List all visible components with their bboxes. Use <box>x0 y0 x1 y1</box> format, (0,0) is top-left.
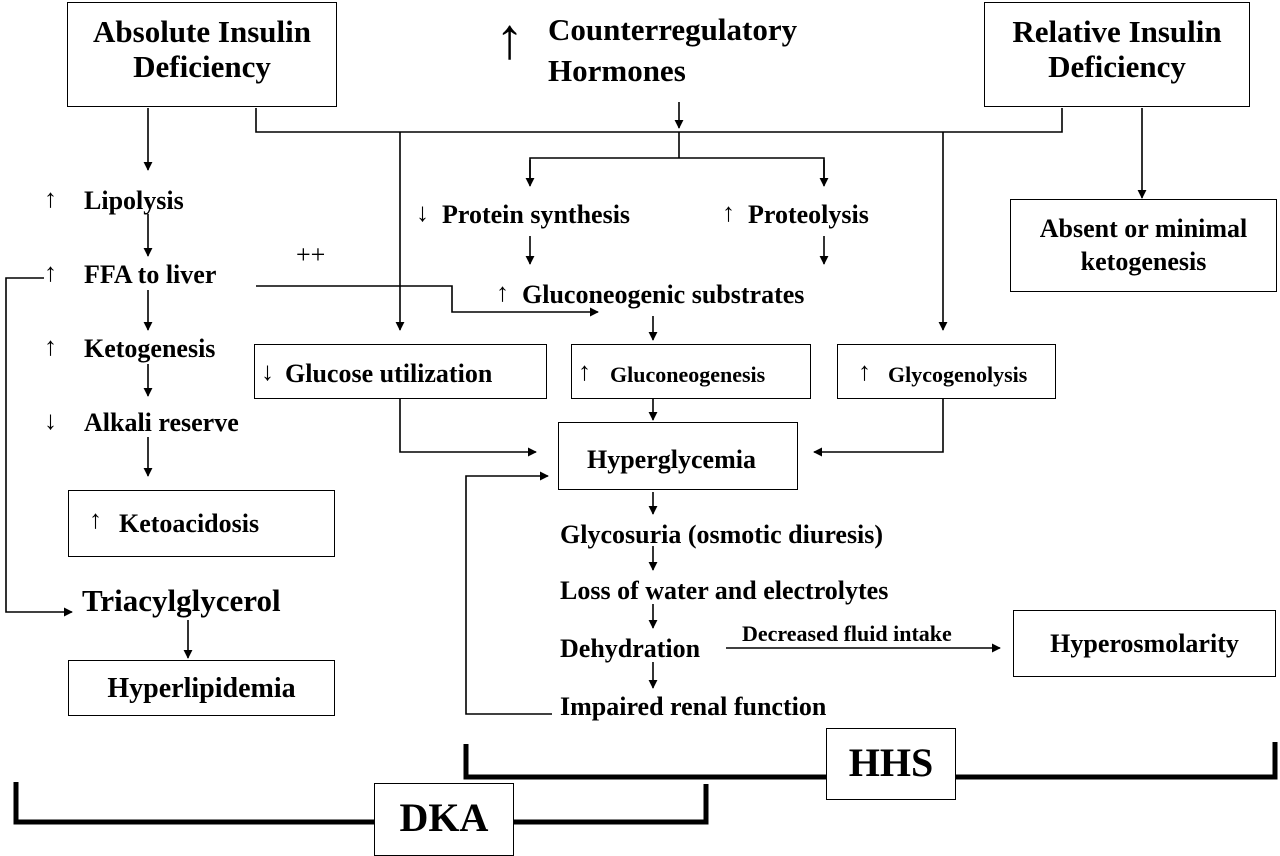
ketogenesis-up-icon: ↑ <box>44 332 57 361</box>
plusplus-label: ++ <box>296 240 326 269</box>
hyperosmolarity-box: Hyperosmolarity <box>1013 610 1276 677</box>
dehydration-label: Dehydration <box>560 634 701 663</box>
hhs-label: HHS <box>848 740 934 785</box>
dka-label: DKA <box>399 795 489 840</box>
ketoacidosis-up-icon: ↑ <box>89 505 102 534</box>
hyperglycemia-label: Hyperglycemia <box>587 445 756 474</box>
hyperosmolarity-label: Hyperosmolarity <box>1050 629 1239 658</box>
ffa-up-icon: ↑ <box>44 258 57 287</box>
proteolysis-up-icon: ↑ <box>722 198 735 227</box>
relative-insulin-deficiency-box: Relative Insulin Deficiency <box>984 2 1250 107</box>
glycogenolysis-box: ↑ Glycogenolysis <box>837 344 1056 399</box>
decreased-fluid-label: Decreased fluid intake <box>742 621 952 646</box>
triacylglycerol-label: Triacylglycerol <box>82 583 281 618</box>
relative-insulin-line1: Relative Insulin <box>1012 14 1222 49</box>
ffa-label: FFA to liver <box>84 260 217 289</box>
absolute-insulin-line2: Deficiency <box>133 48 271 84</box>
lipolysis-up-icon: ↑ <box>44 184 57 213</box>
hyperglycemia-box: Hyperglycemia <box>558 422 798 490</box>
protein-synthesis-label: Protein synthesis <box>442 200 631 229</box>
glycosuria-label: Glycosuria (osmotic diuresis) <box>560 520 884 549</box>
absolute-insulin-deficiency-box: Absolute Insulin Deficiency <box>67 2 337 107</box>
glucose-utilization-box: ↓ Glucose utilization <box>254 344 547 399</box>
absent-ketogenesis-box: Absent or minimal ketogenesis <box>1010 199 1277 292</box>
glucose-utilization-label: Glucose utilization <box>285 359 493 388</box>
dka-box: DKA <box>374 783 514 856</box>
glycogenolysis-up-icon: ↑ <box>858 357 871 386</box>
protein-synthesis-down-icon: ↓ <box>416 198 429 227</box>
hhs-box: HHS <box>826 728 956 800</box>
hyperlipidemia-label: Hyperlipidemia <box>107 673 296 704</box>
counterregulatory-line1: Counterregulatory <box>548 12 798 47</box>
lipolysis-label: Lipolysis <box>84 186 184 215</box>
gluconeogenesis-box: ↑ Gluconeogenesis <box>571 344 811 399</box>
glucose-utilization-down-icon: ↓ <box>261 357 274 386</box>
counter-up-arrow: ↑ <box>495 6 524 71</box>
absolute-insulin-line1: Absolute Insulin <box>93 14 311 49</box>
absent-ketogenesis-line2: ketogenesis <box>1080 247 1207 277</box>
proteolysis-label: Proteolysis <box>748 200 869 229</box>
loss-water-label: Loss of water and electrolytes <box>560 576 889 605</box>
glycogenolysis-label: Glycogenolysis <box>888 362 1028 387</box>
absent-ketogenesis-line1: Absent or minimal <box>1039 214 1248 243</box>
hyperlipidemia-box: Hyperlipidemia <box>68 660 335 716</box>
alkali-label: Alkali reserve <box>84 408 239 437</box>
relative-insulin-line2: Deficiency <box>1048 48 1186 84</box>
counterregulatory-line2: Hormones <box>548 53 686 88</box>
gluconeogenic-substrates-label: Gluconeogenic substrates <box>522 280 805 309</box>
gluconeogenesis-up-icon: ↑ <box>578 357 591 386</box>
ketoacidosis-box: ↑ Ketoacidosis <box>68 490 335 557</box>
ketoacidosis-label: Ketoacidosis <box>119 509 260 538</box>
ketogenesis-label: Ketogenesis <box>84 334 216 363</box>
substrates-up-icon: ↑ <box>496 278 509 307</box>
alkali-down-icon: ↓ <box>44 406 57 435</box>
impaired-renal-label: Impaired renal function <box>560 692 827 721</box>
gluconeogenesis-label: Gluconeogenesis <box>610 362 766 387</box>
